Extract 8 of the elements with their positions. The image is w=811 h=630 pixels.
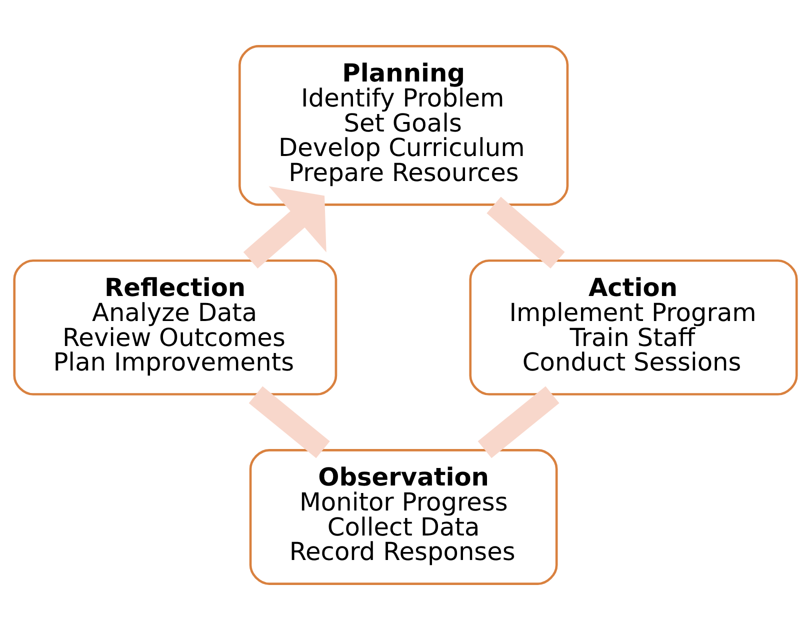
node-box: Action Implement Program Train Staff Conduct Sessions: [469, 259, 798, 396]
connector: [478, 386, 560, 458]
arrow: [243, 186, 326, 268]
connector: [248, 386, 330, 458]
connector: [486, 196, 565, 268]
node-box: Observation Monitor Progress Collect Data Record Responses: [249, 449, 558, 585]
node-box: Reflection Analyze Data Review Outcomes Plan Improvements: [13, 259, 338, 396]
node-box: Planning Identify Problem Set Goals Develop Curriculum Prepare Resources: [238, 45, 569, 206]
